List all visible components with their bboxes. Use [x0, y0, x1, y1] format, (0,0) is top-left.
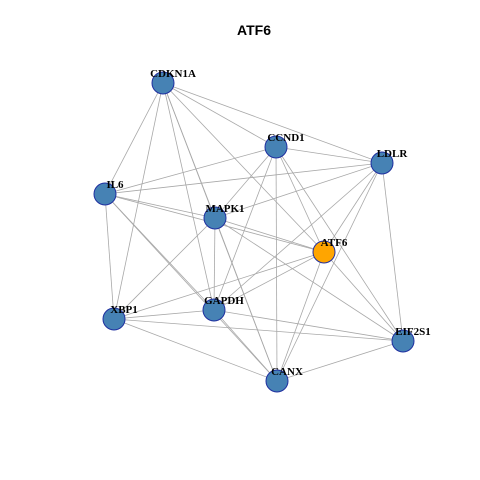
edge-ccnd1-gapdh	[213, 146, 277, 311]
edge-il6-xbp1	[104, 193, 115, 320]
node-circle-eif2s1[interactable]	[391, 329, 415, 353]
node-xbp1[interactable]: XBP1	[102, 304, 138, 331]
node-mapk1[interactable]: MAPK1	[203, 203, 245, 230]
node-gapdh[interactable]: GAPDH	[202, 295, 244, 322]
node-circle-cdkn1a[interactable]	[151, 71, 175, 95]
node-label-xbp1: XBP1	[110, 304, 138, 316]
edge-ccnd1-canx	[275, 146, 278, 382]
node-circle-xbp1[interactable]	[102, 307, 126, 331]
edge-cdkn1a-il6	[104, 82, 164, 195]
edge-mapk1-eif2s1	[214, 217, 404, 342]
node-label-cdkn1a: CDKN1A	[150, 68, 196, 80]
node-circle-canx[interactable]	[265, 369, 289, 393]
edge-ccnd1-ldlr	[275, 146, 383, 164]
edge-atf6-xbp1	[113, 251, 325, 320]
edge-gapdh-canx	[213, 309, 278, 382]
edge-ccnd1-il6	[104, 146, 277, 195]
edge-ccnd1-eif2s1	[275, 146, 404, 342]
edge-mapk1-xbp1	[113, 217, 216, 320]
edge-atf6-eif2s1	[323, 251, 404, 342]
edge-xbp1-eif2s1	[113, 318, 404, 342]
edge-cdkn1a-gapdh	[162, 82, 215, 311]
node-label-ldlr: LDLR	[377, 148, 409, 160]
edge-cdkn1a-atf6	[162, 82, 325, 253]
node-circle-atf6[interactable]	[312, 240, 336, 264]
node-label-eif2s1: EIF2S1	[395, 326, 430, 338]
edge-mapk1-canx	[214, 217, 278, 382]
edge-atf6-gapdh	[213, 251, 325, 311]
node-label-il6: IL6	[106, 179, 124, 191]
edge-il6-gapdh	[104, 193, 215, 311]
node-canx[interactable]: CANX	[265, 366, 303, 393]
edge-cdkn1a-ccnd1	[162, 82, 277, 148]
node-ccnd1[interactable]: CCND1	[264, 132, 305, 159]
node-label-atf6: ATF6	[321, 237, 348, 249]
node-label-canx: CANX	[271, 366, 303, 378]
node-atf6[interactable]: ATF6	[312, 237, 348, 264]
edge-il6-canx	[104, 193, 278, 382]
edge-ldlr-eif2s1	[381, 162, 404, 342]
edge-ldlr-canx	[276, 162, 383, 382]
edge-ldlr-il6	[104, 162, 383, 195]
node-circle-gapdh[interactable]	[202, 298, 226, 322]
edge-xbp1-gapdh	[113, 309, 215, 320]
node-circle-ldlr[interactable]	[370, 151, 394, 175]
edge-ldlr-gapdh	[213, 162, 383, 311]
edge-layer	[104, 82, 404, 382]
diagram-title: ATF6	[237, 22, 271, 38]
edge-il6-mapk1	[104, 193, 216, 219]
node-label-ccnd1: CCND1	[267, 132, 304, 144]
node-circle-ccnd1[interactable]	[264, 135, 288, 159]
node-label-mapk1: MAPK1	[205, 203, 244, 215]
edge-ldlr-mapk1	[214, 162, 383, 219]
edge-mapk1-gapdh	[213, 217, 216, 311]
edge-cdkn1a-ldlr	[162, 82, 383, 164]
edge-xbp1-canx	[113, 318, 278, 382]
node-circle-il6[interactable]	[93, 182, 117, 206]
edge-ccnd1-atf6	[275, 146, 325, 253]
edge-mapk1-atf6	[214, 217, 325, 253]
edge-atf6-canx	[276, 251, 325, 382]
edge-eif2s1-canx	[276, 340, 404, 382]
node-ldlr[interactable]: LDLR	[370, 148, 409, 175]
node-il6[interactable]: IL6	[93, 179, 124, 206]
node-eif2s1[interactable]: EIF2S1	[391, 326, 431, 353]
node-cdkn1a[interactable]: CDKN1A	[150, 68, 196, 95]
node-circle-mapk1[interactable]	[203, 206, 227, 230]
edge-ldlr-atf6	[323, 162, 383, 253]
edge-gapdh-eif2s1	[213, 309, 404, 342]
edge-ccnd1-mapk1	[214, 146, 277, 219]
node-label-gapdh: GAPDH	[204, 295, 244, 307]
